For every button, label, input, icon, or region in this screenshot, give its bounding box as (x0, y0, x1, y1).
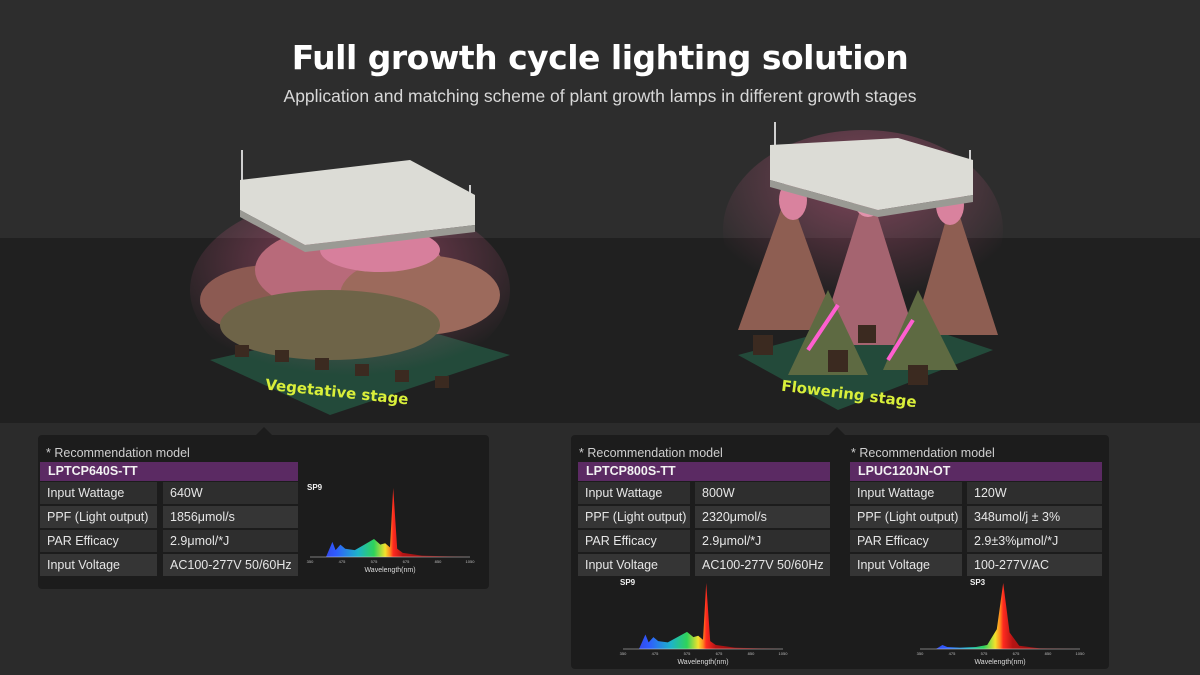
spectrum-axis-label: Wavelength(nm) (974, 659, 1025, 666)
spec-label: Input Voltage (850, 554, 962, 576)
spectrum-axis-label: Wavelength(nm) (364, 567, 415, 574)
grow-light-fixture-icon (240, 150, 475, 252)
spec-value: 2.9μmol/*J (695, 530, 830, 552)
spectrum-tick-label: 675 (716, 651, 723, 656)
spec-value: 348umol/j ± 3% (967, 506, 1102, 528)
spectrum-tick-label: 575 (684, 651, 691, 656)
plant-canopy-icon (738, 173, 998, 375)
spec-value: 120W (967, 482, 1102, 504)
spectrum-tick-label: 475 (652, 651, 659, 656)
spectrum-curve (310, 488, 470, 557)
page-subtitle: Application and matching scheme of plant… (283, 86, 917, 106)
recommendation-title: * Recommendation model (851, 446, 995, 460)
spec-label: PAR Efficacy (850, 530, 962, 552)
inter-light-bars (806, 303, 915, 362)
spectrum-curve (920, 583, 1080, 649)
spectrum-tick-label: 575 (371, 559, 378, 564)
spec-label: PPF (Light output) (578, 506, 690, 528)
spec-value: AC100-277V 50/60Hz (695, 554, 830, 576)
panel-pointer (256, 427, 272, 435)
spec-value: 2320μmol/s (695, 506, 830, 528)
spectrum-tick-label: 350 (620, 651, 627, 656)
spectrum-tick-label: 575 (981, 651, 988, 656)
spec-label: PAR Efficacy (578, 530, 690, 552)
spectrum-axis-label: Wavelength(nm) (677, 659, 728, 666)
spec-label: Input Voltage (578, 554, 690, 576)
spec-label: PPF (Light output) (850, 506, 962, 528)
grow-light-fixture-icon (770, 122, 973, 217)
spec-value: 800W (695, 482, 830, 504)
vegetative-scene (190, 150, 510, 415)
spectrum-tick-label: 475 (949, 651, 956, 656)
model-name: LPUC120JN-OT (850, 462, 1102, 481)
spectrum-tick-label: 675 (403, 559, 410, 564)
spectrum-tick-label: 1050 (779, 651, 788, 656)
page-title: Full growth cycle lighting solution (291, 38, 909, 77)
spec-value: 1856μmol/s (163, 506, 298, 528)
model-name: LPTCP640S-TT (40, 462, 298, 481)
panel-pointer (829, 427, 845, 435)
recommendation-title: * Recommendation model (579, 446, 723, 460)
spectrum-code: SP9 (620, 578, 636, 587)
spectrum-tick-label: 350 (917, 651, 924, 656)
spectrum-code: SP9 (307, 483, 323, 492)
model-name: LPTCP800S-TT (578, 462, 830, 481)
header-band (0, 0, 1200, 238)
spectrum-tick-label: 475 (339, 559, 346, 564)
spectrum-tick-label: 675 (1013, 651, 1020, 656)
spec-label: Input Wattage (850, 482, 962, 504)
pots (235, 345, 449, 388)
spec-label: Input Voltage (40, 554, 157, 576)
spec-value: AC100-277V 50/60Hz (163, 554, 298, 576)
spectrum-tick-label: 850 (748, 651, 755, 656)
spec-value: 100-277V/AC (967, 554, 1102, 576)
spec-value: 2.9±3%μmol/*J (967, 530, 1102, 552)
spectrum-tick-label: 1050 (466, 559, 475, 564)
spec-value: 640W (163, 482, 298, 504)
flowering-scene (723, 122, 1003, 410)
spectrum-tick-label: 850 (1045, 651, 1052, 656)
spec-label: PAR Efficacy (40, 530, 157, 552)
spectrum-curve (623, 583, 783, 649)
spectrum-tick-label: 350 (307, 559, 314, 564)
spectrum-tick-label: 1050 (1076, 651, 1085, 656)
spec-value: 2.9μmol/*J (163, 530, 298, 552)
spec-label: Input Wattage (40, 482, 157, 504)
pots (753, 325, 928, 385)
recommendation-title: * Recommendation model (46, 446, 190, 460)
spec-label: PPF (Light output) (40, 506, 157, 528)
spec-label: Input Wattage (578, 482, 690, 504)
spectrum-code: SP3 (970, 578, 986, 587)
spectrum-tick-label: 850 (435, 559, 442, 564)
